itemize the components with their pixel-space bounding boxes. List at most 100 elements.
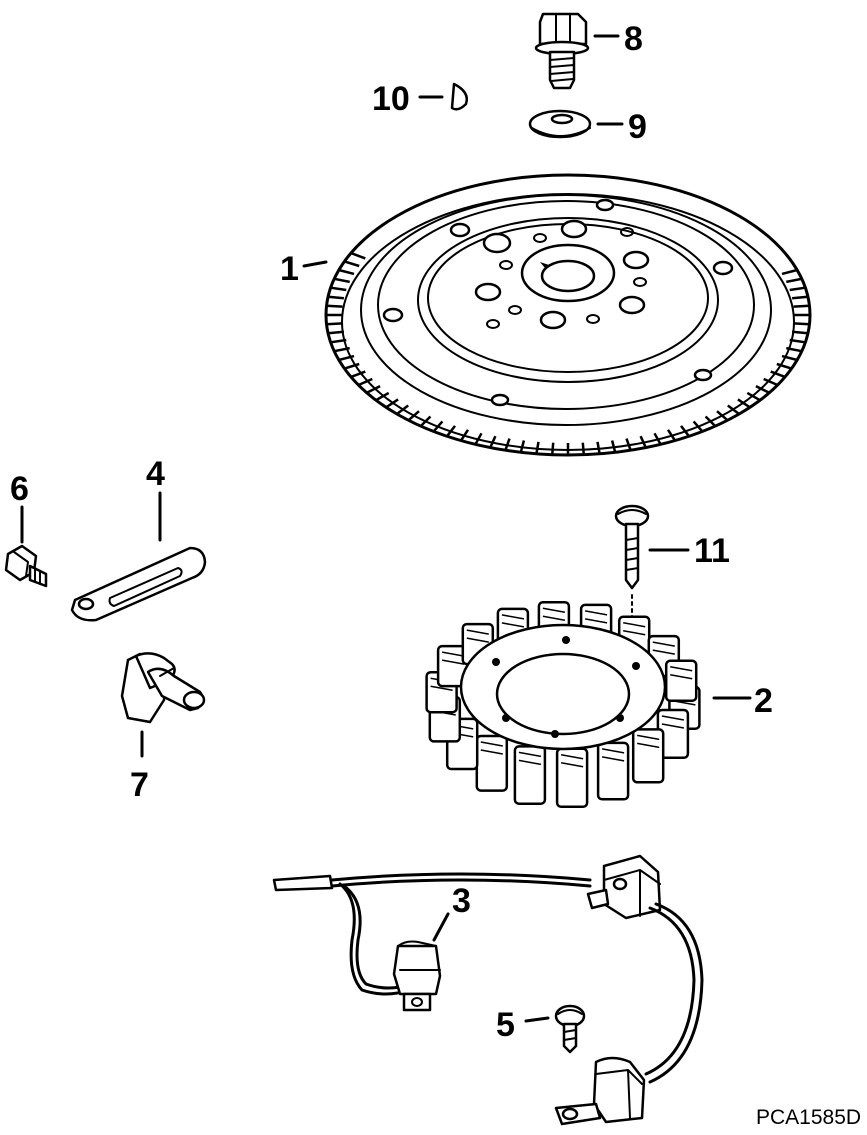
- gear-tooth: [419, 415, 432, 427]
- washer-part-9: [528, 109, 592, 139]
- gear-tooth: [326, 304, 343, 308]
- gear-tooth: [786, 346, 803, 353]
- leader-lines: [20, 34, 752, 1023]
- callout-10: 10: [372, 80, 410, 118]
- key-part-10: [450, 82, 468, 111]
- stator-winding: [637, 734, 660, 749]
- gear-tooth: [550, 442, 555, 455]
- gear-tooth: [350, 251, 366, 260]
- ring-gear-teeth: [326, 251, 810, 455]
- gear-tooth: [692, 420, 704, 433]
- leader-1: [302, 260, 328, 268]
- stator-winding: [652, 641, 675, 655]
- sensor-part-7: [120, 652, 206, 724]
- gear-tooth: [474, 432, 483, 445]
- gear-tooth: [789, 338, 806, 344]
- gear-tooth: [338, 268, 355, 276]
- gear-tooth: [789, 286, 806, 292]
- gear-tooth: [338, 354, 355, 362]
- stator-winding: [560, 754, 584, 768]
- gear-tooth: [333, 346, 350, 353]
- gear-tooth: [781, 268, 798, 276]
- gear-tooth: [704, 415, 717, 427]
- gear-tooth: [791, 295, 809, 300]
- gear-tooth: [326, 322, 343, 326]
- stator-poles: [425, 600, 701, 809]
- figure-code: PCA1585D: [756, 1106, 861, 1129]
- stator-winding: [623, 621, 646, 636]
- gear-tooth: [432, 420, 444, 433]
- callout-6: 6: [10, 470, 29, 508]
- stator-part-2: [425, 600, 701, 809]
- stator-winding: [601, 748, 625, 762]
- callout-1: 1: [280, 250, 299, 288]
- gear-tooth: [737, 398, 751, 409]
- bracket-part-4: [70, 546, 207, 622]
- gear-tooth: [344, 260, 360, 268]
- gear-tooth: [396, 404, 409, 415]
- gear-tooth: [680, 425, 690, 437]
- gear-tooth: [366, 384, 381, 394]
- callout-2: 2: [754, 682, 773, 720]
- leader-3: [432, 912, 450, 942]
- gear-tooth: [385, 398, 399, 409]
- gear-tooth: [639, 435, 647, 449]
- gear-tooth: [791, 330, 809, 335]
- gear-tooth: [327, 330, 345, 335]
- gear-tooth: [610, 440, 617, 453]
- gear-tooth: [504, 438, 511, 451]
- gear-tooth: [625, 438, 632, 451]
- gear-tooth: [327, 295, 345, 300]
- gear-tooth: [330, 286, 347, 292]
- gear-tooth: [755, 384, 770, 394]
- pickup-coil-part-3: [272, 854, 704, 1126]
- gear-tooth: [793, 304, 810, 308]
- bolt-part-8: [534, 12, 590, 90]
- callout-numbers: 8 9 10 1 4 6 7 11 2 3 5: [10, 20, 773, 1044]
- callout-3: 3: [452, 882, 471, 920]
- flywheel-bosses: [382, 198, 734, 407]
- stator-winding: [441, 651, 465, 665]
- gear-tooth: [763, 377, 779, 387]
- gear-tooth: [596, 441, 601, 455]
- gear-tooth: [781, 354, 798, 362]
- gear-tooth: [581, 442, 586, 455]
- gear-tooth: [446, 425, 456, 437]
- stator-winding: [480, 741, 503, 755]
- stator-holes: [492, 636, 640, 738]
- gear-tooth: [793, 322, 810, 326]
- gear-tooth: [344, 362, 360, 370]
- gear-tooth: [727, 404, 740, 415]
- gear-tooth: [653, 432, 662, 445]
- gear-tooth: [519, 440, 526, 453]
- screw-part-6: [4, 544, 48, 588]
- stator-winding: [661, 715, 685, 729]
- gear-tooth: [770, 370, 786, 379]
- gear-tooth: [489, 435, 497, 449]
- flywheel-part-1: [324, 173, 812, 457]
- gear-tooth: [786, 277, 803, 284]
- callout-4: 4: [146, 455, 165, 493]
- stator-winding: [670, 666, 693, 680]
- stator-winding: [518, 751, 542, 766]
- leader-5: [524, 1016, 550, 1023]
- gear-tooth: [776, 362, 792, 370]
- callout-11: 11: [694, 532, 730, 570]
- gear-tooth: [407, 410, 420, 422]
- gear-tooth: [459, 429, 470, 442]
- screw-part-11: [614, 504, 650, 641]
- gear-tooth: [330, 338, 347, 344]
- stator-pole: [631, 728, 665, 784]
- gear-tooth: [716, 410, 729, 422]
- gear-tooth: [350, 370, 366, 379]
- callout-7: 7: [130, 766, 149, 804]
- callout-9: 9: [628, 108, 647, 146]
- gear-tooth: [357, 377, 373, 387]
- gear-tooth: [535, 441, 540, 455]
- callout-8: 8: [624, 20, 643, 58]
- gear-tooth: [746, 391, 761, 402]
- gear-tooth: [333, 277, 350, 284]
- gear-tooth: [666, 429, 677, 442]
- stator-winding: [584, 610, 608, 624]
